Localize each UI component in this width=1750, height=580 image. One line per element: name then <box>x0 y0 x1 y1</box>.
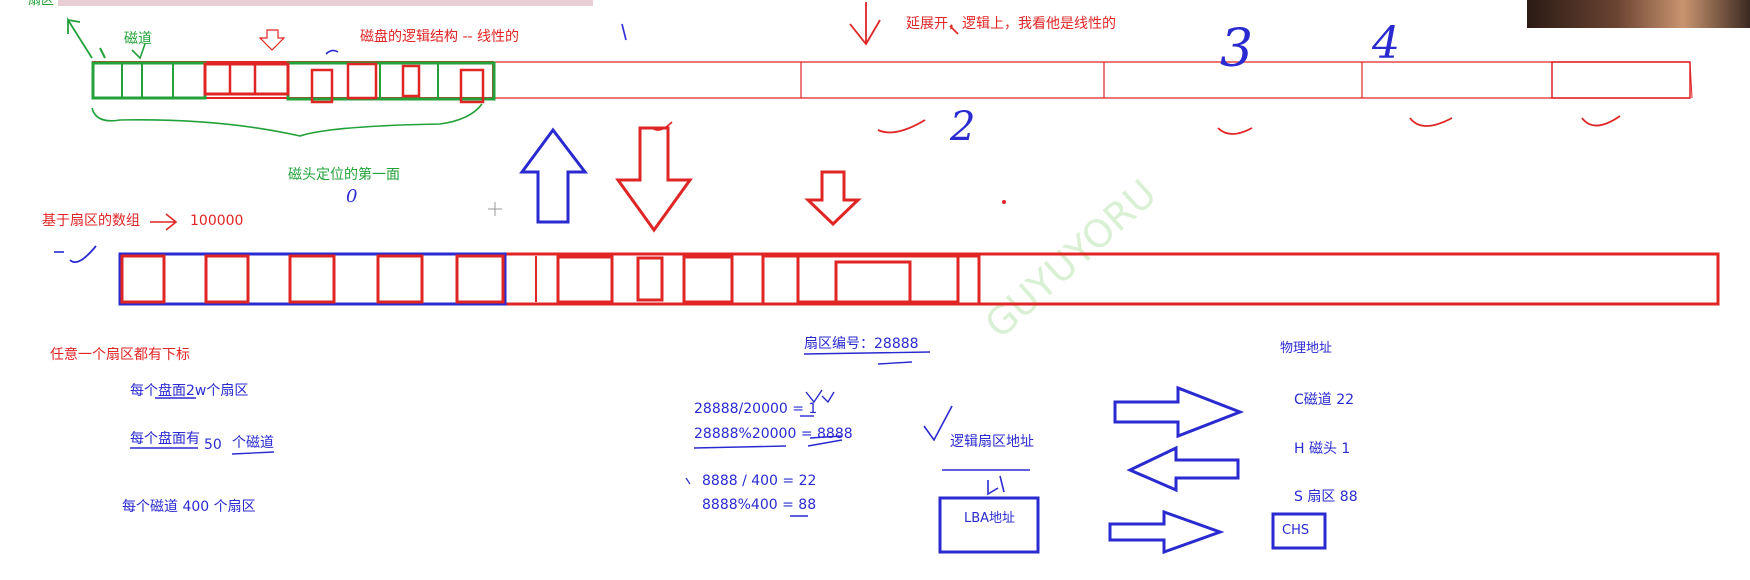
hand-number-2: 2 <box>949 104 975 150</box>
label-per-platter-tracks-num: 50 <box>204 437 222 453</box>
watermark-text: GUYUYORU <box>977 171 1165 347</box>
label-sector-number: 扇区编号：28888 <box>804 336 919 352</box>
sector-array-row <box>118 252 1720 306</box>
label-sector-array-size: 100000 <box>190 213 244 229</box>
left-arrow-middle <box>1126 445 1240 493</box>
label-physical-addr: 物理地址 <box>1280 341 1333 356</box>
hand-number-0: 0 <box>346 186 357 207</box>
hand-number-4: 4 <box>1371 18 1400 69</box>
label-lba: LBA地址 <box>964 511 1016 526</box>
label-per-platter-sectors: 每个盘面2w个扇区 <box>130 383 249 399</box>
top-linear-row <box>91 61 1693 104</box>
down-arrow-red-small <box>804 170 862 227</box>
label-chs: CHS <box>1282 523 1310 538</box>
label-s-sector: S 扇区 88 <box>1294 489 1358 505</box>
label-h-head: H 磁头 1 <box>1294 441 1351 457</box>
label-c-track: C磁道 22 <box>1294 392 1355 408</box>
up-arrow-blue <box>519 127 589 224</box>
label-logical-sector-addr: 逻辑扇区地址 <box>950 434 1034 450</box>
bottom-hand-strokes <box>130 351 1030 517</box>
presenter-thumbnail <box>1527 0 1750 28</box>
label-per-track-sectors: 每个磁道 400 个扇区 <box>122 499 256 515</box>
chs-box <box>1271 512 1327 550</box>
label-any-sector-index: 任意一个扇区都有下标 <box>50 347 190 363</box>
label-per-platter-tracks-b: 个磁道 <box>232 435 274 451</box>
top-hand-strokes <box>54 2 1621 264</box>
label-per-platter-tracks-a: 每个盘面有 <box>130 431 200 447</box>
down-arrow-red-large <box>615 126 693 233</box>
lba-box <box>938 496 1040 554</box>
right-arrow-top <box>1113 385 1245 439</box>
label-head-first-side: 磁头定位的第一面 <box>288 167 400 183</box>
right-arrow-bottom <box>1108 509 1225 555</box>
label-calc3: 8888 / 400 = 22 <box>702 473 817 489</box>
label-logical-structure: 磁盘的逻辑结构 -- 线性的 <box>360 29 520 45</box>
label-sector-top: 扇区 <box>28 0 55 8</box>
top-image-strip <box>58 0 593 6</box>
label-calc1: 28888/20000 = 1 <box>694 401 818 417</box>
hand-number-3: 3 <box>1220 19 1253 79</box>
label-unfold: 延展开，逻辑上，我看他是线性的 <box>906 16 1116 32</box>
label-calc4: 8888%400 = 88 <box>702 497 817 513</box>
label-calc2: 28888%20000 = 8888 <box>694 426 853 442</box>
label-track: 磁道 <box>124 31 152 47</box>
label-sector-array: 基于扇区的数组 <box>42 213 140 229</box>
